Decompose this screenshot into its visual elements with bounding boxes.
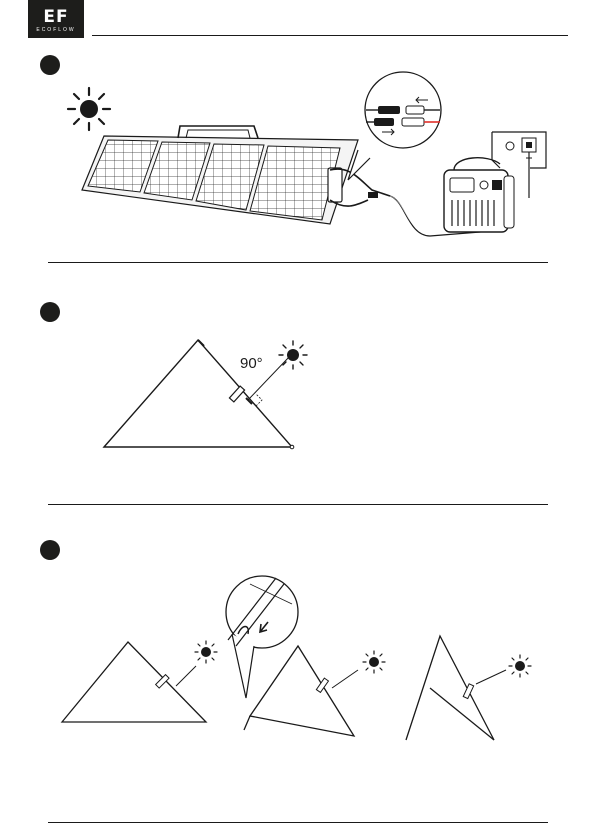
step-2-marker: [40, 302, 60, 322]
sun-icon: [278, 340, 308, 370]
logo-wordmark: ECOFLOW: [28, 27, 84, 34]
connector-detail-zoom: [340, 70, 450, 190]
port-detail-zoom: [488, 128, 556, 203]
sun-icon: [508, 654, 532, 678]
angle-label: 90°: [240, 355, 263, 372]
ecoflow-logo: EF ECOFLOW: [28, 0, 84, 38]
section-2-divider: [48, 504, 548, 505]
step-1-marker: [40, 55, 60, 75]
step-3-marker: [40, 540, 60, 560]
kickstand-position-mid: [234, 640, 364, 740]
section-3-divider: [48, 822, 548, 823]
kickstand-right-angle-diagram: [96, 334, 306, 454]
header-rule: [92, 35, 568, 36]
kickstand-position-low: [56, 636, 216, 726]
sun-icon: [362, 650, 386, 674]
section-1-divider: [48, 262, 548, 263]
sun-icon: [194, 640, 218, 664]
kickstand-position-high: [400, 632, 510, 744]
logo-mark: EF: [28, 0, 84, 27]
